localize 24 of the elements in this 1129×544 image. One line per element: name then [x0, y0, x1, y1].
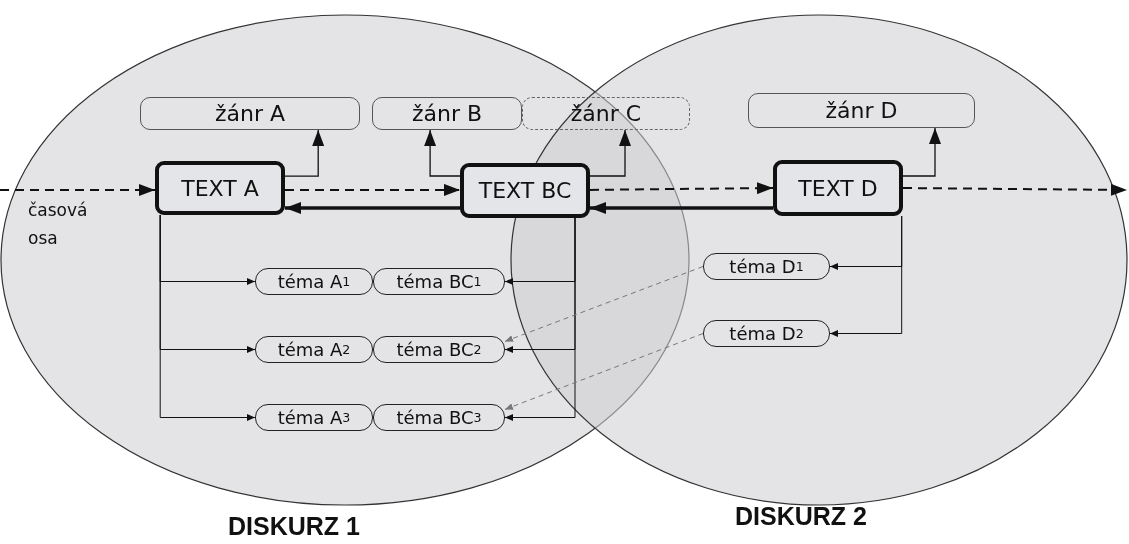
text-box: TEXT D	[773, 160, 903, 216]
dashed-arrow	[504, 266, 704, 342]
arrow	[902, 127, 941, 177]
genre-box: žánr D	[748, 93, 975, 128]
arrow	[829, 215, 903, 337]
axis-label: časová osa	[28, 199, 89, 250]
dashed-arrow	[504, 333, 704, 410]
dashed-arrow	[0, 184, 156, 196]
arrow	[159, 214, 256, 421]
arrow	[589, 129, 631, 177]
dashed-arrow	[902, 183, 1128, 196]
genre-box: žánr C	[522, 97, 690, 130]
circle-title: DISKURZ 2	[735, 502, 867, 531]
text-box: TEXT A	[155, 161, 285, 215]
circle-title: DISKURZ 1	[228, 512, 360, 541]
arrow	[284, 129, 325, 177]
arrow	[590, 202, 773, 214]
genre-box: žánr B	[372, 97, 522, 130]
dashed-arrow	[284, 183, 461, 196]
arrow	[285, 202, 460, 214]
dashed-arrow	[589, 182, 774, 195]
arrow	[504, 217, 576, 421]
genre-box: žánr A	[140, 97, 360, 130]
arrow	[424, 129, 461, 177]
